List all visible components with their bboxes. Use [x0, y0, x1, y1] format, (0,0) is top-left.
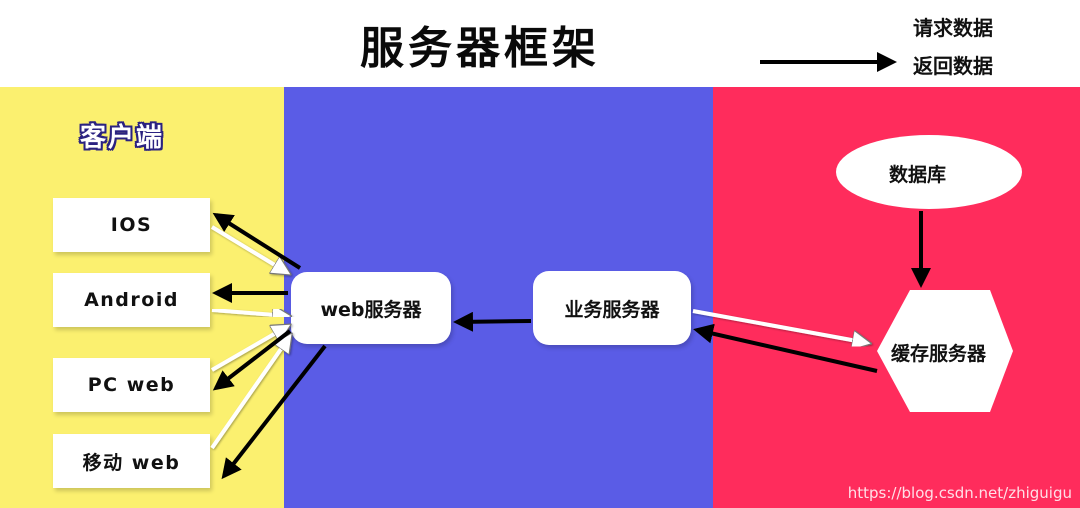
cache-server-label: 缓存服务器 — [891, 343, 987, 365]
request-arrow-android — [211, 310, 288, 316]
legend-response-label: 返回数据 — [913, 54, 993, 78]
web-server-node: web服务器 — [291, 272, 451, 344]
response-arrow-mobile-web — [221, 344, 327, 480]
database-node — [836, 135, 1022, 209]
client-ios-box: IOS — [53, 198, 210, 252]
response-arrow-business-to-web — [453, 311, 532, 332]
business-server-node: 业务服务器 — [533, 271, 691, 345]
cache-server-node — [877, 290, 1013, 412]
client-android-box: Android — [53, 273, 210, 327]
request-arrow-ios — [210, 225, 288, 273]
header — [0, 0, 1080, 87]
request-arrow-mobile-web — [210, 336, 290, 450]
response-arrow-ios — [212, 212, 302, 270]
client-pc-web-box: PC web — [53, 358, 210, 412]
response-arrow-cache-to-business — [693, 323, 878, 373]
diagram-title: 服务器框架 — [360, 23, 600, 74]
request-arrow-business-to-cache — [692, 309, 868, 343]
database-label: 数据库 — [889, 164, 947, 186]
client-mobile-web-box: 移动 web — [53, 434, 210, 488]
watermark: https://blog.csdn.net/zhiguigu — [847, 484, 1072, 502]
legend-request-label: 请求数据 — [913, 16, 993, 40]
response-arrow-pc-web — [212, 329, 292, 391]
client-zone-title: 客户端 — [80, 123, 165, 153]
